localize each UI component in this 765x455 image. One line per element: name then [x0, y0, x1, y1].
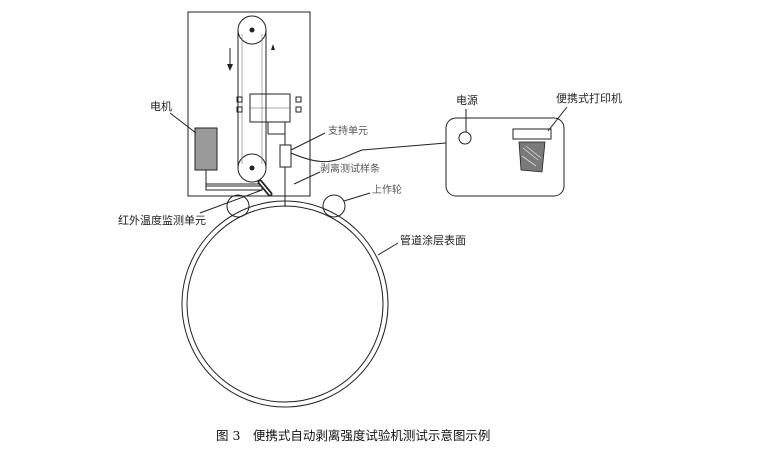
printer-box: [445, 117, 565, 197]
figure-caption: 图 3 便携式自动剥离强度试验机测试示意图示例: [216, 428, 490, 443]
machine-housing: [187, 11, 311, 197]
left-roller: [226, 194, 250, 218]
power-button: [458, 131, 472, 145]
label-ir-unit: 红外温度监测单元: [118, 213, 206, 227]
up-arrow: [271, 44, 275, 50]
right-roller: [322, 194, 346, 218]
pipe-outer: [181, 200, 389, 408]
label-roller: 上作轮: [372, 183, 402, 196]
label-peel-strip: 剥离测试样条: [320, 162, 380, 175]
label-power: 电源: [456, 93, 478, 107]
label-support-unit: 支持单元: [328, 124, 368, 137]
support-unit: [279, 144, 292, 168]
belt-pulley-assembly: [227, 15, 302, 183]
printout-paper: [518, 141, 546, 173]
label-printer: 便携式打印机: [556, 91, 622, 105]
ir-sensor: [257, 179, 273, 197]
label-motor: 电机: [150, 99, 172, 113]
pipe-inner: [186, 205, 384, 403]
label-pipe-surface: 管道涂层表面: [400, 233, 466, 247]
printer-slot: [512, 128, 552, 140]
motor: [194, 127, 218, 171]
data-cable: [290, 142, 447, 163]
